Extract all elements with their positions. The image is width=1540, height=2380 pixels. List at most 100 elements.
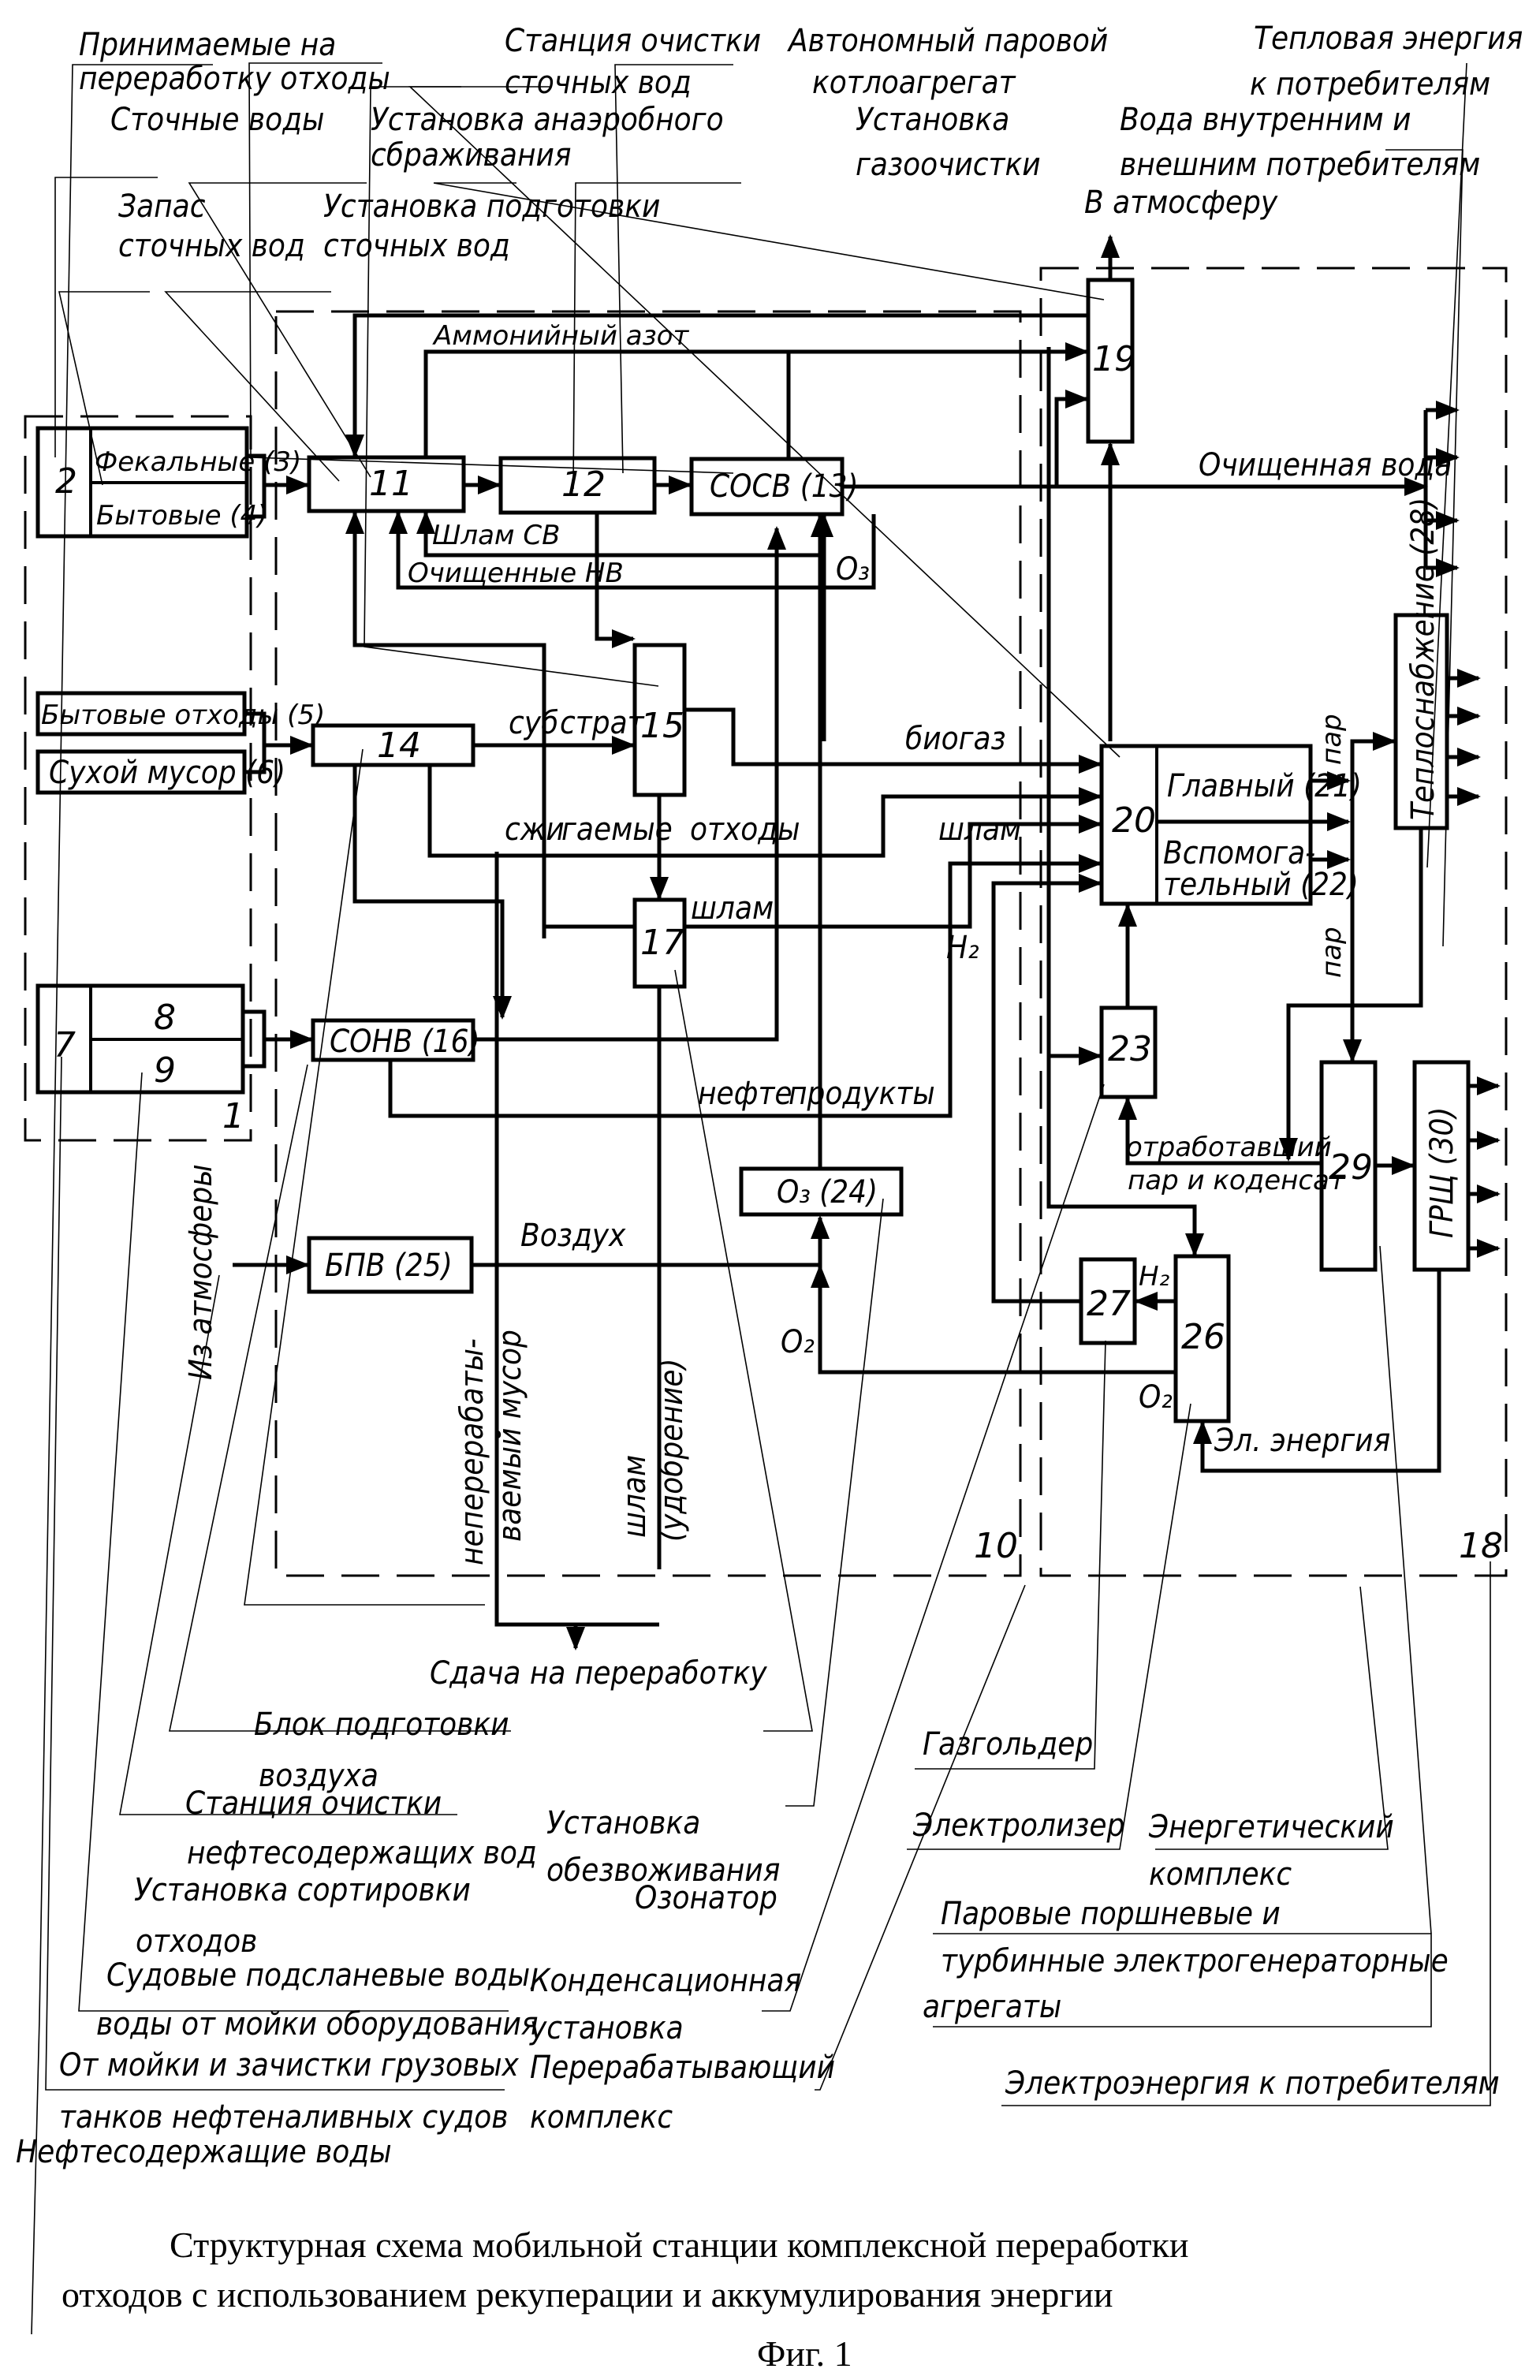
block-23-label: 23 (1108, 1029, 1152, 1069)
callout-oil-water-station-2: нефтесодержащих вод (187, 1835, 537, 1871)
callout-sewage-prep-2: сточных вод (323, 228, 510, 264)
group-18-frame (1039, 267, 1508, 1577)
block-21-label: Главный (21) (1167, 768, 1362, 804)
callout-oil-water-station-1: Станция очистки (185, 1785, 442, 1822)
flow-o2-label-1: O₂ (781, 1324, 815, 1360)
callout-handover: Сдача на переработку (430, 1655, 767, 1692)
block-14-label: 14 (377, 726, 421, 766)
group-18-number: 18 (1459, 1526, 1503, 1566)
callout-electrolyzer: Электролизер (912, 1807, 1124, 1844)
callout-steam-generators-3: агрегаты (923, 1989, 1061, 2025)
group-10-frame (274, 310, 1022, 1577)
callout-boiler-2: котлоагрегат (812, 65, 1016, 101)
block-9-label: 9 (154, 1050, 176, 1091)
callout-power-consumers: Электроэнергия к потребителям (1005, 2065, 1500, 2102)
callout-dewatering-2: обезвоживания (546, 1852, 780, 1889)
block-14-sorting (311, 723, 475, 767)
flow-el-energy-label: Эл. энергия (1214, 1423, 1390, 1459)
flow-from-atmosphere-label: Из атмосферы (183, 1164, 219, 1380)
block-8-label: 8 (154, 998, 176, 1038)
flow-sludge-label-2: шлам (691, 890, 774, 927)
block-4-label: Бытовые (4) (96, 500, 268, 532)
flow-air-label: Воздух (520, 1218, 626, 1254)
flow-ammonium-label: Аммонийный азот (432, 320, 689, 352)
block-7-8-9: 7 8 9 (35, 983, 245, 1095)
callout-anaerobic-2: сбраживания (371, 137, 572, 173)
callout-to-atmosphere: В атмосферу (1084, 185, 1278, 221)
block-11-label: 11 (369, 464, 413, 504)
block-5 (35, 691, 247, 737)
group-10-number: 10 (974, 1526, 1018, 1566)
callout-air-prep-2: воздуха (259, 1758, 378, 1794)
block-22-label-2: тельный (22) (1163, 867, 1359, 903)
callout-boiler-1: Автономный паровой (787, 23, 1108, 59)
flow-nonrecyclable-label-a: неперерабаты- (454, 1338, 490, 1565)
group-1-number: 1 (222, 1096, 244, 1136)
callout-water-consumers-1: Вода внутренним и (1120, 102, 1411, 138)
flow-h2-label: H₂ (946, 930, 979, 966)
callout-accepted-waste-2: переработку отходы (79, 61, 390, 97)
flow-oil-label-b: продукты (789, 1076, 935, 1112)
block-27-condenser (1079, 1257, 1137, 1345)
block-15-label: 15 (640, 706, 684, 746)
callout-gasholder: Газгольдер (923, 1726, 1093, 1763)
block-20-label: 20 (1112, 800, 1156, 841)
flow-steam-label-1: пар (1316, 714, 1348, 765)
block-13-label: СОСВ (13) (710, 468, 859, 505)
callout-steam-generators-1: Паровые поршневые и (941, 1896, 1281, 1932)
flow-fertilizer-label-b: (удобрение) (654, 1358, 690, 1542)
block-28-label: Теплоснабжение (28) (1405, 498, 1441, 820)
block-12-label: 12 (561, 464, 606, 505)
flow-biogas-label: биогаз (905, 721, 1006, 757)
flow-substrate-label-b: страт (560, 705, 645, 741)
callout-energy-complex-2: комплекс (1149, 1856, 1292, 1893)
callout-sewage-prep-1: Установка подготовки (323, 188, 660, 225)
callout-sewage-reserve-1: Запас (118, 188, 206, 225)
block-7-label: 7 (54, 1025, 76, 1065)
block-19-label: 19 (1092, 339, 1136, 379)
callout-sorting-2: отходов (136, 1923, 257, 1960)
flow-h2-label-2: H₂ (1139, 1261, 1170, 1293)
block-26-label: 26 (1181, 1317, 1225, 1357)
leader-lines (31, 62, 1491, 2335)
block-22-label-1: Вспомога- (1163, 835, 1315, 871)
callout-sorting-1: Установка сортировки (134, 1872, 471, 1908)
callout-tank-wash-1: От мойки и зачистки грузовых (59, 2047, 520, 2083)
callout-sewage-station-1: Станция очистки (505, 23, 761, 59)
block-20-boiler: 20 Главный (21) Вспомога- тельный (22) (1099, 744, 1362, 906)
flow-nonrecyclable-label-b: ваемый мусор (492, 1330, 528, 1542)
block-24-label: O₃ (24) (777, 1174, 878, 1211)
callout-accepted-waste-1: Принимаемые на (79, 27, 336, 63)
block-30-label: ГРЩ (30) (1424, 1107, 1460, 1238)
flow-substrate-label-a: суб (509, 705, 558, 741)
flow-o3-label: O₃ (836, 551, 870, 588)
callout-dewatering-1: Установка (546, 1805, 700, 1841)
block-17-label: 17 (640, 923, 684, 963)
callout-energy-complex-1: Энергетический (1148, 1809, 1394, 1845)
callout-condensation-2: установка (529, 2010, 684, 2046)
callout-heat-energy-2: к потребителям (1250, 66, 1490, 103)
callout-steam-generators-2: турбинные электрогенераторные (941, 1943, 1449, 1979)
flow-cleaned-water-label: Очищенная вода (1199, 447, 1452, 483)
figure-number: Фиг. 1 (757, 2333, 852, 2374)
flow-burn-label-a: сжи (505, 811, 565, 848)
callout-sewage: Сточные воды (110, 102, 324, 138)
block-29-label: 29 (1329, 1147, 1373, 1188)
callout-sewage-reserve-2: сточных вод (118, 228, 305, 264)
block-27-label: 27 (1087, 1284, 1131, 1324)
flow-steam-label-2: пар (1316, 927, 1348, 978)
flow-oil-label-a: нефте (698, 1076, 792, 1112)
flow-o2-label-2: O₂ (1139, 1379, 1173, 1416)
callout-sewage-station-2: сточных вод (505, 65, 692, 101)
block-25-label: БПВ (25) (325, 1248, 453, 1284)
callout-processing-1: Перерабатывающий (530, 2050, 835, 2086)
flow-fertilizer-label-a: шлам (617, 1455, 653, 1538)
callout-water-consumers-2: внешним потребителям (1120, 147, 1480, 183)
flow-exhaust-label-a: отработавший (1126, 1132, 1332, 1163)
callout-anaerobic-1: Установка анаэробного (371, 102, 724, 138)
block-5-label: Бытовые отходы (5) (41, 699, 325, 731)
flow-exhaust-label-b: пар и коденсат (1128, 1165, 1346, 1196)
callout-gas-cleaning-1: Установка (856, 102, 1009, 138)
callout-bilge-2: воды от мойки оборудования (96, 2006, 539, 2042)
